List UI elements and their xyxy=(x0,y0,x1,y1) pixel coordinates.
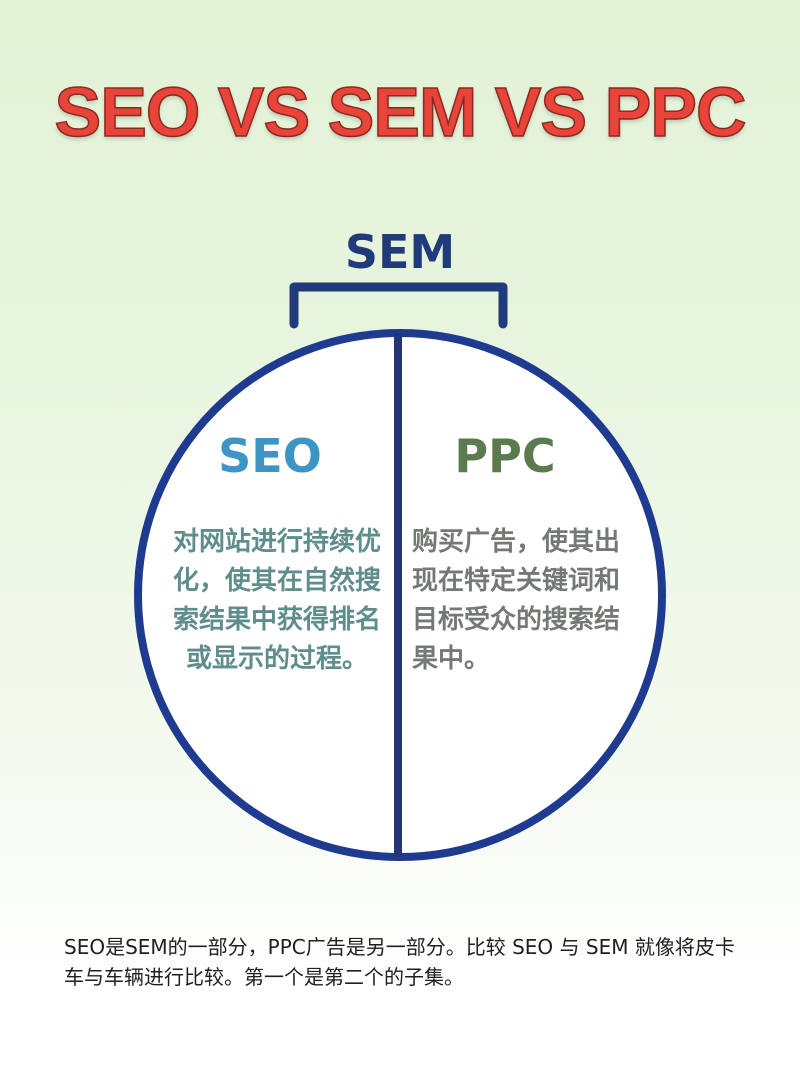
ppc-description: 购买广告，使其出现在特定关键词和目标受众的搜索结果中。 xyxy=(412,527,621,674)
page-title: SEO VS SEM VS PPC xyxy=(54,72,748,152)
footer-note: SEO是SEM的一部分，PPC广告是另一部分。比较 SEO 与 SEM 就像将皮… xyxy=(64,935,735,989)
sem-umbrella-label: SEM xyxy=(344,225,456,279)
ppc-title: PPC xyxy=(454,429,556,483)
sem-bracket xyxy=(289,282,508,329)
seo-description: 对网站进行持续优化，使其在自然搜索结果中获得排名或显示的过程。 xyxy=(172,527,381,674)
seo-title: SEO xyxy=(218,429,322,483)
